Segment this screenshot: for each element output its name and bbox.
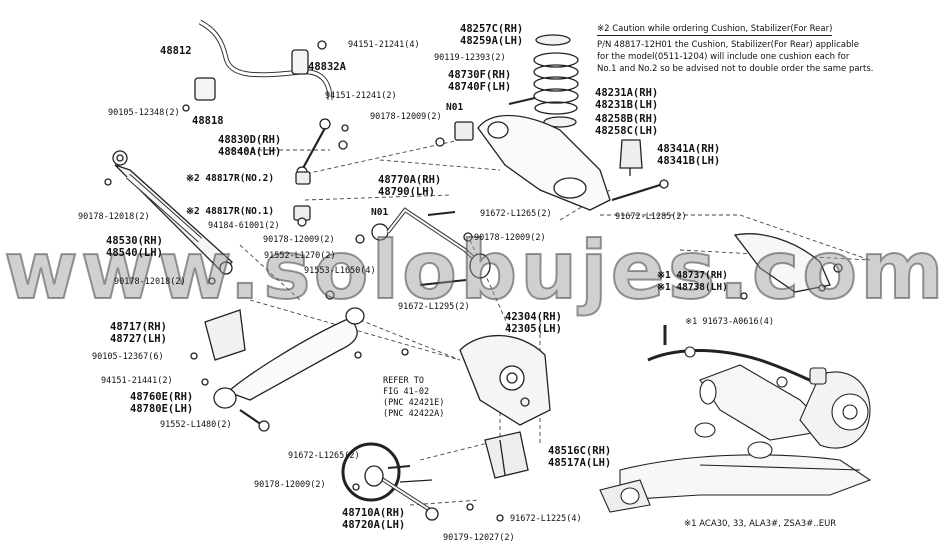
bolt-91672-L1285 xyxy=(611,179,669,202)
label-94184-61001: 94184-61001(2) xyxy=(208,221,280,231)
label-48817R-no1: ※2 48817R(NO.1) xyxy=(186,206,275,217)
label-42304: 42304(RH) xyxy=(505,311,562,323)
label-48231B: 48231B(LH) xyxy=(595,99,659,111)
note-line-2: for the model(0511-1204) will include on… xyxy=(597,52,850,62)
watermark: www.solobujes.com xyxy=(3,224,944,317)
lateral-link xyxy=(355,207,491,286)
shock-absorber xyxy=(104,104,233,285)
label-91672-L1295: 91672-L1295(2) xyxy=(398,302,470,312)
label-91552-L1270: 91552-L1270(2) xyxy=(264,251,336,261)
label-90105-12367: 90105-12367(6) xyxy=(92,352,164,362)
refer-line-1: REFER TO xyxy=(383,376,424,386)
label-48341B: 48341B(LH) xyxy=(657,155,721,167)
label-48259A: 48259A(LH) xyxy=(460,35,524,47)
label-91672-L1285: 91672-L1285(2) xyxy=(615,212,687,222)
note-line-1: P/N 48817-12H01 the Cushion, Stabilizer(… xyxy=(597,40,859,50)
footer-note: ※1 ACA30, 33, ALA3#, ZSA3#..EUR xyxy=(684,519,837,529)
label-90178-12009-c: 90178-12009(2) xyxy=(474,233,546,243)
label-90178-12018-lower: 90178-12018(2) xyxy=(114,277,186,287)
label-91672-L1265-a: 91672-L1265(2) xyxy=(480,209,552,219)
label-48740F: 48740F(LH) xyxy=(448,81,512,93)
label-48790: 48790(LH) xyxy=(378,186,435,198)
label-90178-12018-upper: 90178-12018(2) xyxy=(78,212,150,222)
label-42305: 42305(LH) xyxy=(505,323,562,335)
label-91553-L1650: 91553-L1650(4) xyxy=(304,266,376,276)
label-48770A: 48770A(RH) xyxy=(378,174,442,186)
stabilizer-bar xyxy=(194,19,349,150)
label-48812: 48812 xyxy=(160,45,192,57)
label-48258B: 48258B(RH) xyxy=(595,113,659,125)
label-48710A: 48710A(RH) xyxy=(342,507,406,519)
label-90179-12027: 90179-12027(2) xyxy=(443,533,515,543)
stabilizer-link xyxy=(296,118,331,178)
lower-trailing-arm xyxy=(190,290,365,432)
arm-bracket xyxy=(466,431,529,522)
coil-spring xyxy=(533,34,579,128)
label-48720A: 48720A(LH) xyxy=(342,519,406,531)
assembly-view xyxy=(599,325,872,513)
label-91672-L1225: 91672-L1225(4) xyxy=(510,514,582,524)
label-90119-12393: 90119-12393(2) xyxy=(434,53,506,63)
toe-adjust-link xyxy=(341,442,439,521)
label-48258C: 48258C(LH) xyxy=(595,125,659,137)
label-90105-12348: 90105-12348(2) xyxy=(108,108,180,118)
label-94151-21241-4: 94151-21241(4) xyxy=(348,40,420,50)
bump-stopper xyxy=(619,139,643,176)
note-heading: ※2 Caution while ordering Cushion, Stabi… xyxy=(597,24,833,36)
label-48832A: 48832A xyxy=(308,61,346,73)
label-48818: 48818 xyxy=(192,115,224,127)
upper-control-arm xyxy=(435,97,611,211)
stabilizer-cushions xyxy=(293,171,311,227)
label-94151-21441: 94151-21441(2) xyxy=(101,376,173,386)
label-48817R-no2: ※2 48817R(NO.2) xyxy=(186,173,275,184)
label-48530: 48530(RH) xyxy=(106,235,163,247)
rear-mudguard xyxy=(733,233,843,300)
label-48760E: 48760E(RH) xyxy=(130,391,194,403)
label-N01-upper: N01 xyxy=(446,102,464,113)
label-48840A: 48840A(LH) xyxy=(218,146,282,158)
label-48830D: 48830D(RH) xyxy=(218,134,282,146)
label-48341A: 48341A(RH) xyxy=(657,143,721,155)
label-94151-21241-2: 94151-21241(2) xyxy=(325,91,397,101)
note-line-3: No.1 and No.2 so be advised not to doubl… xyxy=(597,64,874,74)
label-48780E: 48780E(LH) xyxy=(130,403,194,415)
label-48516C: 48516C(RH) xyxy=(548,445,612,457)
label-91673-A0616: ※1 91673-A0616(4) xyxy=(685,317,775,327)
label-48737: ※1 48737(RH) xyxy=(657,270,728,281)
label-48738: ※1 48738(LH) xyxy=(657,282,728,293)
label-48257C: 48257C(RH) xyxy=(460,23,524,35)
refer-line-3: (PNC 42421E) xyxy=(383,398,445,408)
label-48727: 48727(LH) xyxy=(110,333,167,345)
label-48717: 48717(RH) xyxy=(110,321,167,333)
label-91672-L1265-b: 91672-L1265(2) xyxy=(288,451,360,461)
refer-line-4: (PNC 42422A) xyxy=(383,409,445,419)
label-48517A: 48517A(LH) xyxy=(548,457,612,469)
label-48730F: 48730F(RH) xyxy=(448,69,512,81)
label-48540: 48540(LH) xyxy=(106,247,163,259)
label-90178-12009-b: 90178-12009(2) xyxy=(370,112,442,122)
label-90178-12009-d: 90178-12009(2) xyxy=(254,480,326,490)
label-91552-L1480: 91552-L1480(2) xyxy=(160,420,232,430)
refer-line-2: FIG 41-02 xyxy=(383,387,430,397)
label-90178-12009-a: 90178-12009(2) xyxy=(263,235,335,245)
knuckle xyxy=(401,334,551,426)
label-N01-lower: N01 xyxy=(371,207,389,218)
label-48231A: 48231A(RH) xyxy=(595,87,659,99)
